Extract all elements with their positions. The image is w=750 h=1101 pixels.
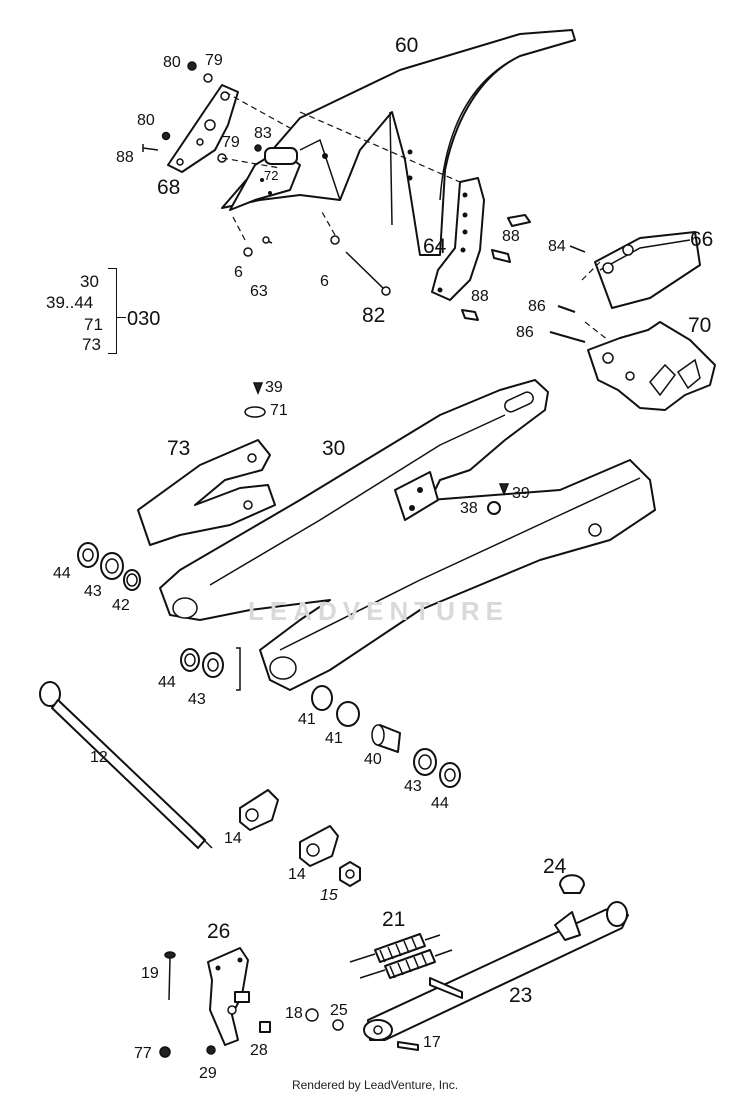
group-item: 39..44 [46, 293, 94, 312]
callout-26: 26 [207, 920, 231, 943]
callout-40: 40 [364, 751, 382, 768]
callout-71: 71 [270, 402, 288, 419]
callout-17: 17 [423, 1034, 441, 1051]
callout-24: 24 [543, 855, 567, 878]
group-code: 030 [127, 308, 161, 330]
bracket-68 [167, 84, 239, 173]
callout-84: 84 [548, 238, 566, 255]
guard-plate-72 [229, 147, 301, 211]
callout-43: 43 [188, 691, 206, 708]
callout-86: 86 [516, 324, 534, 341]
callout-44: 44 [53, 565, 71, 582]
group-item: 73 [82, 335, 101, 354]
springs-21 [349, 933, 453, 979]
nut-15 [339, 861, 361, 887]
callout-44: 44 [158, 674, 176, 691]
watermark: LEADVENTURE [248, 596, 510, 626]
bearing-set-left [77, 542, 141, 591]
callout-6: 6 [320, 273, 329, 290]
chain-guard-60 [221, 29, 576, 256]
screw-39-washer-71 [244, 382, 266, 418]
callout-38: 38 [460, 500, 478, 517]
callout-80: 80 [163, 54, 181, 71]
callout-41: 41 [298, 711, 316, 728]
group-item: 30 [80, 272, 99, 291]
stand-bracket-26 [207, 947, 250, 1046]
group-item: 71 [84, 315, 103, 334]
callout-66: 66 [690, 228, 714, 251]
callout-60: 60 [395, 34, 419, 57]
group-bracket [108, 268, 117, 354]
callout-77: 77 [134, 1045, 152, 1062]
group-bracket-tick [116, 317, 126, 318]
callout-80: 80 [137, 112, 155, 129]
chain-slider-66 [569, 231, 701, 309]
callout-30: 30 [322, 437, 346, 460]
callout-39: 39 [512, 485, 530, 502]
swingarm-30 [159, 379, 656, 691]
callout-28: 28 [250, 1042, 268, 1059]
plate-64 [431, 177, 531, 321]
small-hardware [159, 1008, 419, 1058]
swingarm-slider-73 [137, 439, 276, 546]
callout-72: 72 [264, 168, 279, 183]
adjuster-14-upper [239, 789, 279, 831]
callout-79: 79 [205, 52, 223, 69]
callout-14: 14 [288, 866, 306, 883]
callout-86: 86 [528, 298, 546, 315]
part-38-39 [487, 483, 510, 515]
bearing-set-mid [180, 647, 241, 691]
callout-15: 15 [320, 887, 338, 904]
callout-82: 82 [362, 304, 386, 327]
callout-83: 83 [254, 125, 272, 142]
callout-43: 43 [84, 583, 102, 600]
callout-88: 88 [116, 149, 134, 166]
callout-70: 70 [688, 314, 712, 337]
callout-79: 79 [222, 134, 240, 151]
bushings-41-40 [311, 685, 401, 753]
bolt-19 [164, 951, 176, 1001]
callout-42: 42 [112, 597, 130, 614]
callout-14: 14 [224, 830, 242, 847]
callout-23: 23 [509, 984, 533, 1007]
callout-88: 88 [471, 288, 489, 305]
chain-guide-70 [549, 305, 716, 411]
bearing-set-right [413, 748, 461, 788]
callout-6: 6 [234, 264, 243, 281]
callout-25: 25 [330, 1002, 348, 1019]
adjuster-14-lower [299, 825, 339, 867]
callout-63: 63 [250, 283, 268, 300]
callout-39: 39 [265, 379, 283, 396]
callout-88: 88 [502, 228, 520, 245]
rubber-stop-24 [559, 874, 585, 894]
callout-41: 41 [325, 730, 343, 747]
callout-44: 44 [431, 795, 449, 812]
callout-19: 19 [141, 965, 159, 982]
callout-43: 43 [404, 778, 422, 795]
callout-12: 12 [90, 749, 108, 766]
footer-credit: Rendered by LeadVenture, Inc. [291, 1078, 459, 1092]
callout-29: 29 [199, 1065, 217, 1082]
callout-73: 73 [167, 437, 191, 460]
callout-21: 21 [382, 908, 406, 931]
side-stand-23 [363, 901, 629, 1041]
callout-18: 18 [285, 1005, 303, 1022]
callout-64: 64 [423, 235, 447, 258]
bracket-hardware [142, 61, 391, 296]
callout-68: 68 [157, 176, 181, 199]
pivot-axle-12 [39, 681, 213, 849]
